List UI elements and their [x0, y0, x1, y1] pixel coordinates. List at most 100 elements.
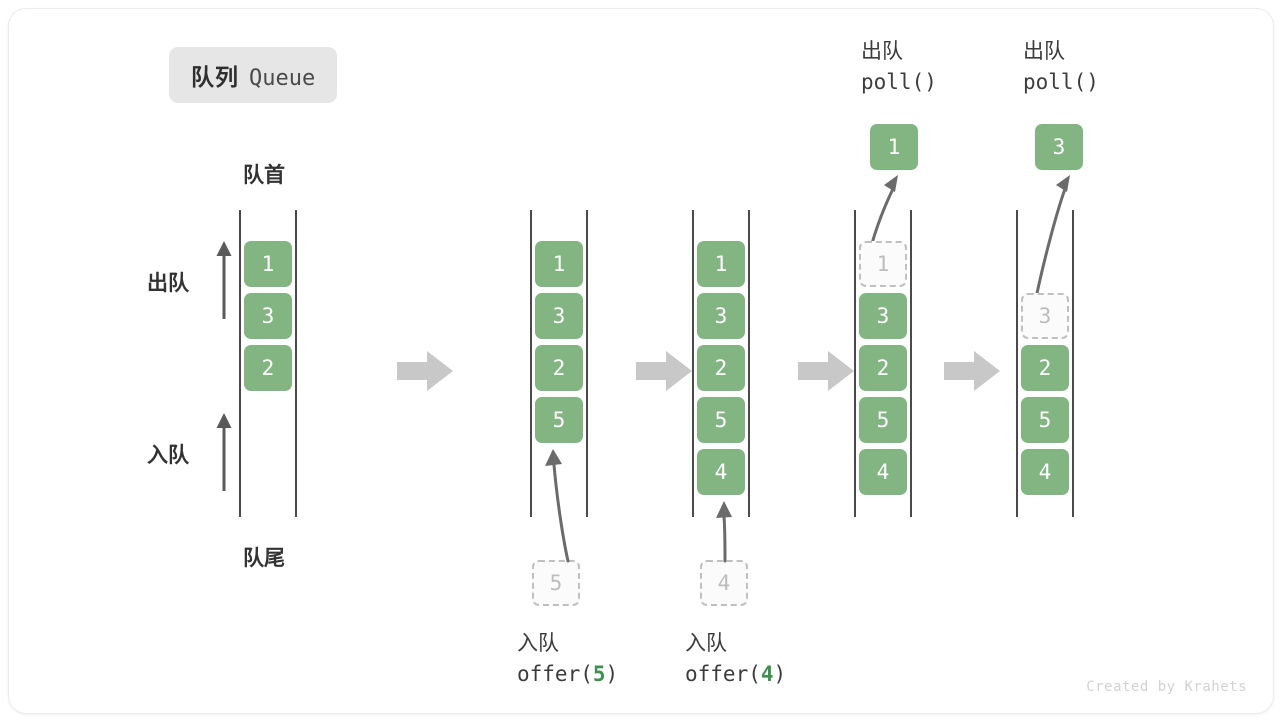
label-dequeue-side: 出队 [147, 272, 189, 295]
queue-item: 4 [697, 449, 745, 495]
queue-slot-ghost: 1 [859, 241, 907, 287]
diagram-stage: 队列 Queue 队首 队尾 出队 入队 1 3 2 1 3 2 5 5 [9, 9, 1273, 713]
popped-item-1: 1 [870, 124, 918, 170]
diagram-title-badge: 队列 Queue [169, 47, 338, 103]
queue-column-5: 3 2 5 4 [1016, 210, 1074, 517]
rail-left [1016, 210, 1018, 517]
queue-column-3: 1 3 2 5 4 [692, 210, 750, 517]
queue-item-removing: 1 [859, 241, 907, 287]
operation-code: offer(5) [517, 659, 618, 689]
queue-slot: 5 [697, 397, 745, 443]
rail-left [239, 210, 241, 517]
queue-item: 2 [535, 345, 583, 391]
queue-slot: 4 [1021, 449, 1069, 495]
step-arrow-icon [636, 351, 692, 391]
queue-item: 2 [244, 345, 292, 391]
queue-item: 1 [244, 241, 292, 287]
operation-label-poll-1: 出队 poll() [861, 37, 937, 98]
operation-code: poll() [861, 70, 937, 95]
queue-slot: 4 [859, 449, 907, 495]
enqueue-direction-arrow-icon [216, 413, 232, 491]
incoming-item-value: 5 [532, 560, 580, 606]
rail-left [854, 210, 856, 517]
queue-slot: 3 [535, 293, 583, 339]
queue-item: 1 [535, 241, 583, 287]
queue-slot: 5 [535, 397, 583, 443]
operation-name: 出队 [1023, 40, 1065, 63]
queue-item: 5 [859, 397, 907, 443]
queue-slot: 1 [535, 241, 583, 287]
dequeue-direction-arrow-icon [216, 241, 232, 319]
rail-right [910, 210, 912, 517]
code-value: 4 [760, 662, 774, 687]
code-prefix: offer( [685, 662, 761, 687]
popped-item-value: 3 [1035, 124, 1083, 170]
code-suffix: ) [605, 662, 619, 687]
code-prefix: offer( [517, 662, 593, 687]
dequeue-pointer-arrow-icon [1033, 175, 1070, 305]
rail-right [748, 210, 750, 517]
queue-slot: 2 [1021, 345, 1069, 391]
queue-column-1: 1 3 2 [239, 210, 297, 517]
queue-item: 5 [535, 397, 583, 443]
rail-right [295, 210, 297, 517]
diagram-card: 队列 Queue 队首 队尾 出队 入队 1 3 2 1 3 2 5 5 [8, 8, 1274, 714]
label-enqueue-side: 入队 [147, 444, 189, 467]
queue-item: 3 [535, 293, 583, 339]
rail-right [586, 210, 588, 517]
queue-item: 2 [1021, 345, 1069, 391]
queue-item: 2 [859, 345, 907, 391]
operation-label-poll-3: 出队 poll() [1023, 37, 1099, 98]
rail-left [530, 210, 532, 517]
queue-slot: 4 [697, 449, 745, 495]
queue-slot: 3 [697, 293, 745, 339]
operation-name: 入队 [685, 632, 727, 655]
watermark-credit: Created by Krahets [1086, 679, 1247, 695]
queue-item: 5 [1021, 397, 1069, 443]
operation-name: 入队 [517, 632, 559, 655]
queue-slot: 5 [1021, 397, 1069, 443]
queue-item: 3 [697, 293, 745, 339]
step-arrow-icon [798, 351, 854, 391]
step-arrow-icon [397, 351, 453, 391]
label-queue-front: 队首 [243, 164, 285, 187]
label-queue-rear: 队尾 [243, 547, 285, 570]
queue-item: 4 [1021, 449, 1069, 495]
title-english: Queue [249, 66, 316, 91]
queue-slot: 2 [859, 345, 907, 391]
operation-code: offer(4) [685, 659, 786, 689]
queue-item: 3 [859, 293, 907, 339]
operation-label-offer-5: 入队 offer(5) [517, 629, 618, 690]
code-value: 5 [592, 662, 606, 687]
incoming-item-4: 4 [700, 560, 748, 606]
queue-item: 3 [244, 293, 292, 339]
incoming-item-value: 4 [700, 560, 748, 606]
queue-slot: 5 [859, 397, 907, 443]
code-suffix: ) [773, 662, 787, 687]
step-arrow-icon [944, 351, 1000, 391]
queue-slot: 2 [244, 345, 292, 391]
queue-column-2: 1 3 2 5 [530, 210, 588, 517]
queue-item: 5 [697, 397, 745, 443]
queue-slot: 1 [697, 241, 745, 287]
operation-code: poll() [1023, 70, 1099, 95]
popped-item-3: 3 [1035, 124, 1083, 170]
queue-slot: 2 [535, 345, 583, 391]
rail-left [692, 210, 694, 517]
popped-item-value: 1 [870, 124, 918, 170]
operation-name: 出队 [861, 40, 903, 63]
queue-slot-ghost: 3 [1021, 293, 1069, 339]
queue-item: 2 [697, 345, 745, 391]
enqueue-pointer-arrow-icon [545, 449, 570, 563]
enqueue-pointer-arrow-icon [716, 501, 732, 563]
title-chinese: 队列 [191, 64, 239, 90]
queue-item: 1 [697, 241, 745, 287]
queue-item: 4 [859, 449, 907, 495]
queue-slot: 2 [697, 345, 745, 391]
incoming-item-5: 5 [532, 560, 580, 606]
queue-slot: 3 [859, 293, 907, 339]
rail-right [1072, 210, 1074, 517]
operation-label-offer-4: 入队 offer(4) [685, 629, 786, 690]
queue-slot: 1 [244, 241, 292, 287]
queue-column-4: 1 3 2 5 4 [854, 210, 912, 517]
